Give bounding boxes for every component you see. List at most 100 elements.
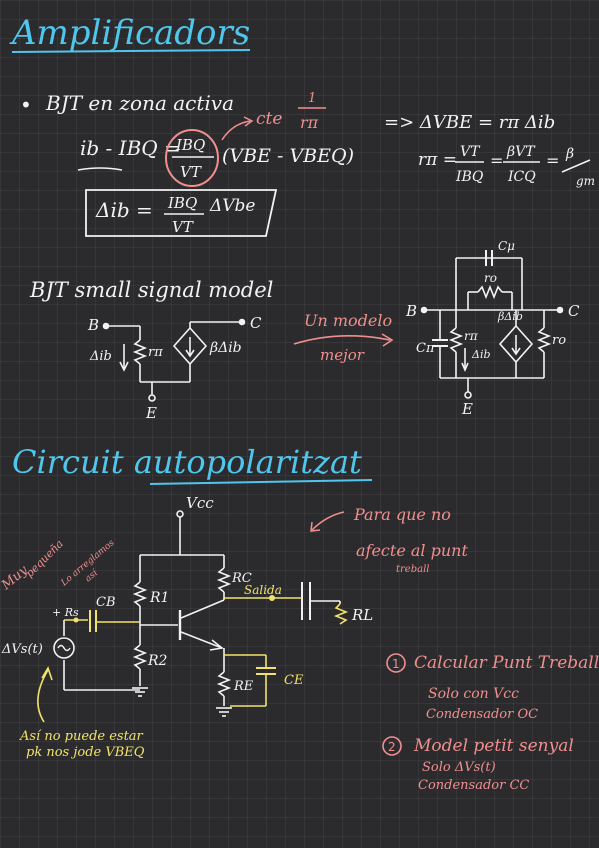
hp-label-beta-ib: βΔib: [497, 310, 523, 323]
better-model-arrow-head: [381, 333, 394, 347]
rpi-f3-line: [561, 159, 591, 173]
hp-label-ro: ro: [552, 333, 566, 348]
step1-b: Condensador OC: [426, 707, 538, 722]
hp-label-ro-top: ro: [484, 271, 497, 285]
delta-ib-label: Δib =: [95, 198, 153, 222]
step1-num: 1: [392, 657, 400, 671]
ib-equation-rhs: (VBE - VBEQ): [222, 145, 354, 167]
note-pequena: pequeña: [23, 537, 66, 580]
hp-label-rpi: rπ: [464, 329, 479, 343]
ro-top-resistor: [477, 284, 503, 300]
label-c: C: [250, 314, 262, 332]
label-e: E: [145, 404, 157, 422]
hp-label-cu: Cμ: [498, 239, 515, 253]
step2-a: Solo ΔVs(t): [422, 760, 496, 775]
out-node: [269, 595, 275, 601]
yellow-note-arrow: [37, 669, 49, 723]
bias-circuit: [53, 517, 341, 717]
rpi-resistor: [132, 339, 148, 365]
amplificadors-section: Amplificadors • BJT en zona activa cte 1…: [9, 13, 595, 237]
label-r1: R1: [149, 590, 169, 606]
step1-circle: [386, 653, 406, 673]
step1-title: Calcular Punt Treball: [414, 653, 599, 673]
ib-equation-lhs: ib - IBQ =: [80, 136, 181, 160]
note-para-que: Para que no: [353, 505, 451, 524]
hp-src-arrow-head: [511, 347, 521, 356]
ac-path-yellow: [37, 597, 349, 723]
re-resistor: [216, 671, 232, 697]
ibq-frac-num: IBQ: [175, 136, 205, 154]
ib-arrow-head: [119, 361, 129, 372]
pink-note-arrow: [311, 511, 345, 531]
pink-circle: [165, 129, 219, 187]
label-delta-ib: Δib: [89, 349, 112, 364]
transistor-collector: [180, 599, 225, 619]
rpi-f2-den: ICQ: [507, 169, 536, 185]
bullet: •: [20, 93, 32, 117]
label-salida: Salida: [244, 583, 282, 597]
rpi-eq: rπ =: [418, 150, 457, 170]
r1-resistor: [132, 581, 148, 607]
section-title-circuit: Circuit autopolaritzat: [12, 443, 362, 481]
hp-label-b: B: [405, 302, 417, 320]
simple-model-diagram: [102, 318, 246, 402]
dep-source-arrow-head: [185, 349, 195, 358]
emitter-arrow: [209, 639, 224, 651]
implies-delta-vbe: => ΔVBE = rπ Δib: [384, 112, 555, 133]
step2-b: Condensador CC: [418, 778, 529, 793]
node-c: [238, 318, 246, 326]
note-yellow-2: pk nos jode VBEQ: [26, 745, 145, 760]
hp-node-e: [464, 391, 472, 399]
step2-title: Model petit senyal: [413, 736, 574, 756]
small-signal-title: BJT small signal model: [29, 278, 273, 302]
label-vs: ΔVs(t): [1, 642, 43, 657]
bjt-zona-activa: BJT en zona activa: [45, 91, 234, 115]
ac-source-symbol: [57, 644, 71, 652]
rpi-f1-den: IBQ: [455, 169, 484, 185]
step1-a: Solo con Vcc: [428, 686, 519, 702]
step2-circle: [382, 736, 402, 756]
label-beta-ib: βΔib: [209, 340, 242, 356]
note-yellow-1: Así no puede estar: [19, 729, 144, 744]
delta-ib-den: VT: [172, 218, 194, 236]
node-e: [148, 394, 156, 402]
hp-label-cpi: Cπ: [416, 341, 435, 356]
vs-source: [53, 637, 75, 659]
label-rs: + Rs: [52, 606, 79, 619]
ib-underline: [77, 167, 123, 171]
hp-node-c: [556, 306, 564, 314]
circuit-title-underline: [149, 479, 373, 485]
rl-resistor: [333, 603, 349, 625]
rpi-f3-num: β: [565, 146, 574, 162]
label-re: RE: [233, 679, 254, 694]
label-rc: RC: [231, 571, 252, 586]
r2-resistor: [132, 644, 148, 670]
hp-ib-arrow-head: [461, 362, 469, 373]
rpi2-resistor: [448, 327, 464, 353]
ibq-frac-den: VT: [180, 163, 202, 181]
cte-arrow-head: [243, 116, 254, 127]
rpi-f1-num: VT: [460, 144, 481, 160]
hp-label-delta-ib: Δib: [471, 348, 491, 361]
hybrid-pi-diagram: [420, 250, 564, 399]
small-signal-section: BJT small signal model B C E Δib rπ βΔib: [29, 239, 580, 422]
transistor-emitter: [180, 631, 223, 649]
step2-num: 2: [388, 740, 396, 754]
section-title-amplificadors: Amplificadors: [9, 13, 250, 53]
rpi-eq-2: =: [490, 151, 503, 170]
hp-label-c: C: [568, 302, 580, 320]
ro-resistor: [536, 327, 552, 353]
label-ce: CE: [284, 673, 304, 688]
un-modelo-label: Un modelo: [304, 311, 392, 330]
circuit-section: Circuit autopolaritzat Vcc: [0, 443, 599, 793]
cte-arrow: [221, 120, 251, 141]
label-r2: R2: [147, 653, 168, 669]
title-underline: [11, 49, 251, 53]
cte-rpi: rπ: [300, 113, 319, 132]
rc-resistor: [216, 567, 232, 593]
vcc-label: Vcc: [186, 494, 214, 512]
label-cb: CB: [96, 595, 116, 610]
rs-node: [73, 617, 79, 623]
label-rl: RL: [351, 606, 373, 624]
better-model-arrow: [293, 335, 391, 345]
